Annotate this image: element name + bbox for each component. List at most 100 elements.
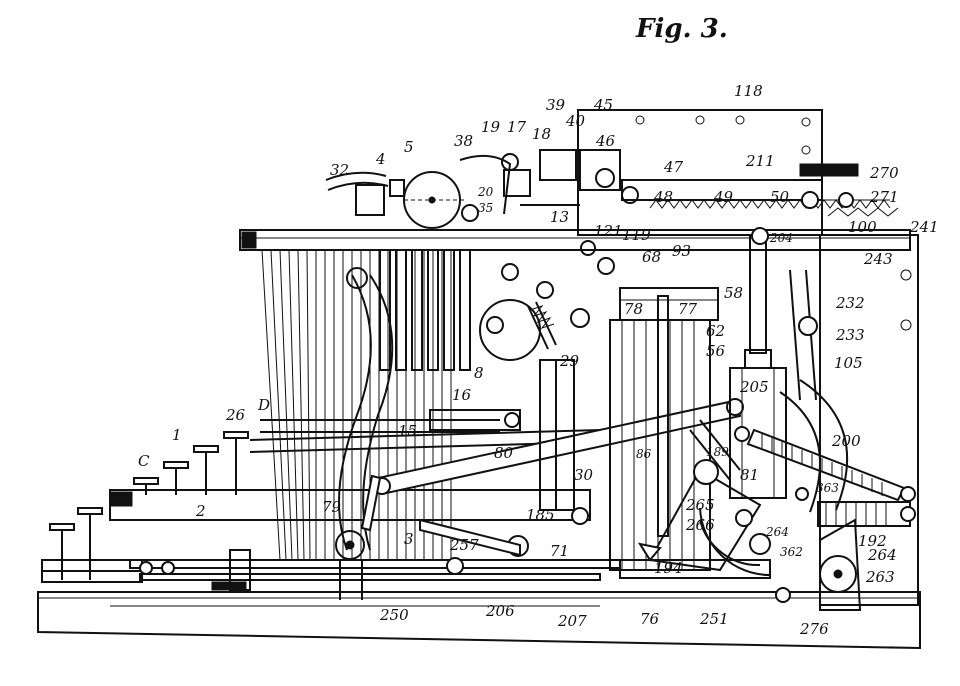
ref-32: 32	[330, 161, 349, 179]
carriage-rail	[239, 179, 911, 251]
ref-29: 29	[559, 352, 580, 370]
ref-77: 77	[678, 300, 698, 318]
type-bar-guide	[395, 249, 407, 371]
ref-58: 58	[724, 284, 743, 302]
column-205	[729, 227, 787, 499]
type-bar-guide	[379, 249, 391, 371]
lever-105	[779, 269, 849, 513]
type-bar-guide	[459, 249, 471, 371]
ref-185: 185	[526, 506, 555, 524]
ref-39: 39	[546, 96, 566, 114]
figure-title: Fig. 3.	[636, 14, 728, 44]
ref-100: 100	[848, 218, 877, 236]
type-bar-rod	[270, 249, 287, 561]
springs	[734, 426, 916, 527]
ref-15: 15	[398, 422, 417, 440]
ref-233: 233	[835, 326, 865, 344]
ref-3: 3	[404, 530, 414, 548]
ref-18: 18	[532, 125, 551, 143]
ref-2: 2	[195, 502, 206, 520]
ref-46: 46	[595, 132, 616, 150]
base-plate	[37, 591, 921, 650]
ref-192: 192	[858, 532, 887, 550]
ref-264a: 264	[765, 525, 789, 539]
type-bar-rod	[306, 249, 311, 561]
letter-d: D	[257, 396, 270, 414]
ref-16: 16	[452, 386, 472, 404]
sector-gear	[619, 419, 862, 611]
ref-266: 266	[685, 516, 715, 534]
ref-204: 204	[769, 231, 793, 245]
right-frame	[577, 109, 919, 606]
type-bar-guide	[443, 249, 455, 371]
ref-68: 68	[642, 248, 661, 266]
ref-30: 30	[574, 466, 594, 484]
ref-8: 8	[474, 364, 484, 382]
ref-38: 38	[454, 132, 473, 150]
ref-76: 76	[640, 610, 660, 628]
ref-40: 40	[565, 112, 586, 130]
type-bar-rod	[288, 249, 299, 561]
ref-211: 211	[745, 152, 775, 170]
ref-189: 189	[706, 445, 729, 459]
ref-250: 250	[379, 606, 409, 624]
ref-270: 270	[869, 164, 899, 182]
ref-93: 93	[672, 242, 691, 260]
ref-35: 35	[478, 201, 493, 215]
ref-56: 56	[706, 342, 726, 360]
ref-81: 81	[740, 466, 759, 484]
link-80	[360, 398, 744, 532]
ref-5: 5	[404, 138, 414, 156]
ref-271: 271	[869, 188, 899, 206]
ref-86: 86	[636, 447, 652, 461]
ref-276: 276	[799, 620, 829, 638]
keyboard	[41, 419, 601, 583]
letter-c: C	[138, 452, 150, 470]
ref-50: 50	[770, 188, 790, 206]
type-bar-guide	[411, 249, 423, 371]
type-bar-guide	[427, 249, 439, 371]
type-bar-rod	[297, 249, 305, 561]
ref-264b: 264	[867, 546, 897, 564]
ref-79: 79	[322, 498, 342, 516]
ref-205: 205	[739, 378, 769, 396]
ref-1: 1	[172, 426, 182, 444]
ref-363: 363	[816, 481, 839, 495]
ref-26: 26	[225, 406, 246, 424]
type-bar-rod	[279, 249, 293, 561]
ref-194: 194	[654, 559, 683, 577]
ref-48: 48	[653, 188, 673, 206]
ref-251: 251	[699, 610, 729, 628]
ref-71: 71	[550, 542, 569, 560]
ref-206: 206	[485, 602, 515, 620]
ref-243: 243	[863, 250, 893, 268]
ref-265: 265	[685, 496, 715, 514]
ref-4: 4	[375, 150, 386, 168]
ref-47: 47	[663, 158, 684, 176]
type-bar-basket	[261, 249, 471, 561]
platen-area	[325, 149, 639, 229]
ref-232: 232	[835, 294, 865, 312]
ref-200: 200	[831, 432, 861, 450]
ref-78: 78	[624, 300, 643, 318]
ref-105: 105	[834, 354, 863, 372]
ref-17: 17	[507, 118, 527, 136]
ref-362: 362	[780, 545, 803, 559]
ref-49: 49	[713, 188, 734, 206]
ref-13: 13	[550, 208, 569, 226]
ref-119: 119	[622, 226, 651, 244]
ref-20: 20	[477, 185, 494, 199]
ref-19: 19	[481, 118, 501, 136]
ref-45: 45	[593, 96, 613, 114]
ref-263: 263	[865, 568, 895, 586]
escapement	[429, 240, 615, 525]
ref-257: 257	[449, 536, 479, 554]
ref-241: 241	[909, 218, 939, 236]
ref-62: 62	[706, 322, 725, 340]
ref-207: 207	[557, 612, 587, 630]
ref-80: 80	[494, 444, 514, 462]
ref-118: 118	[734, 82, 763, 100]
